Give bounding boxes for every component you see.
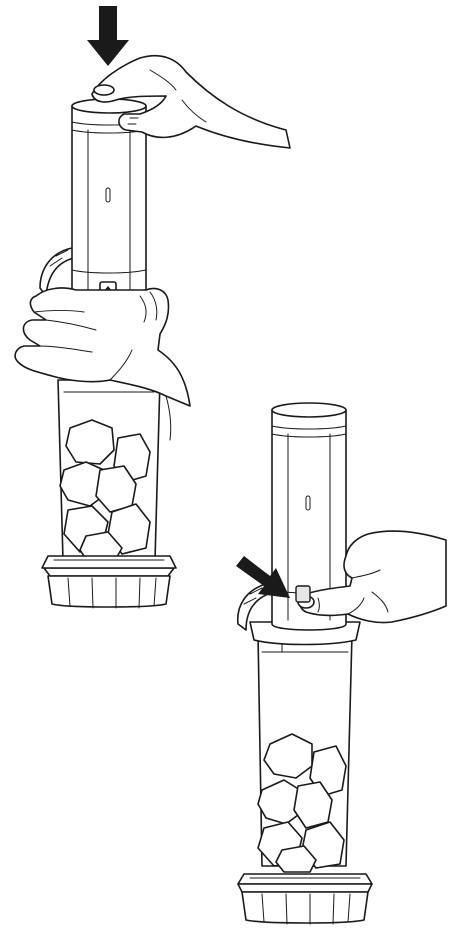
- blade-base-2: [238, 874, 372, 924]
- down-arrow-icon: [87, 6, 129, 66]
- release-button-icon: [296, 586, 310, 602]
- panel-press-down: [15, 6, 290, 608]
- blade-base: [42, 556, 176, 608]
- panel-push-release: [236, 403, 446, 924]
